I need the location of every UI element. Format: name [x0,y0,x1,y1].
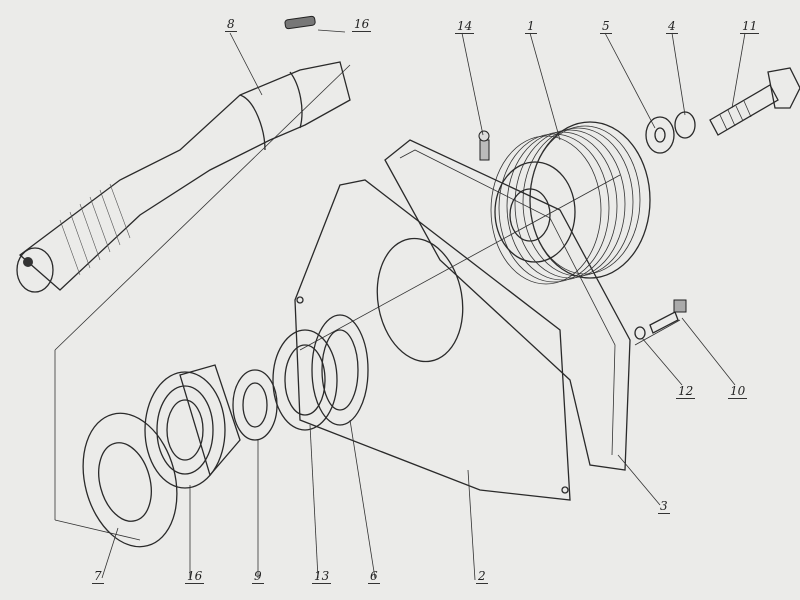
shaft [16,61,351,293]
oil-seal-ring [311,314,369,426]
callout-8: 8 [225,17,237,32]
bolt [709,67,800,136]
lock-washer [674,111,696,139]
callout-11: 11 [740,19,760,34]
callout-16-bottom: 16 [185,569,205,584]
ball-bearing [144,364,241,489]
callout-4: 4 [666,19,678,34]
callout-6: 6 [368,569,380,584]
leader-lines [101,29,746,581]
bearing-outer [272,329,338,431]
key [284,15,316,30]
grease-fitting [478,130,490,161]
assembly-lines [54,64,681,541]
end-cap [82,412,178,548]
washer [645,116,675,154]
callout-5: 5 [600,19,612,34]
callout-2: 2 [476,569,488,584]
callout-14: 14 [455,19,475,34]
spacer [232,369,278,441]
callout-1: 1 [525,19,537,34]
callout-12: 12 [676,384,696,399]
callout-13: 13 [312,569,332,584]
callout-10: 10 [728,384,748,399]
callout-16-top: 16 [352,17,372,32]
small-bolt [649,299,687,334]
callout-3: 3 [658,499,670,514]
washer-hole [654,127,666,143]
callout-9: 9 [252,569,264,584]
pulley [490,121,651,285]
callout-7: 7 [92,569,104,584]
spring-washer [634,326,646,340]
cover-plate [294,179,571,501]
